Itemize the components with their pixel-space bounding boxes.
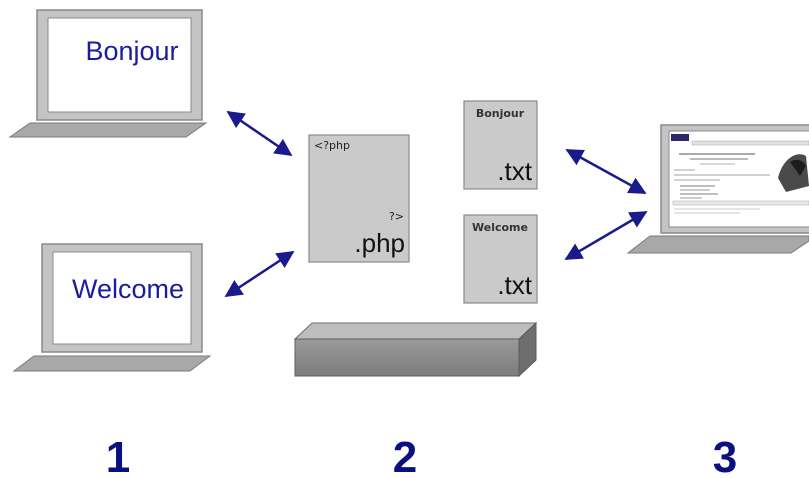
arrow-bonjour-client3	[565, 148, 647, 195]
server-shelf	[293, 321, 538, 378]
step-number-1: 1	[106, 433, 130, 478]
arrow-welcome-client3	[564, 210, 648, 261]
file-bonjour-ext: .txt	[497, 156, 532, 186]
php-file: <?php ?> .php	[308, 134, 410, 263]
file-welcome-txt: Welcome .txt	[463, 214, 538, 304]
client-laptop-2: Welcome	[12, 243, 212, 372]
arrow-client1-php	[226, 110, 293, 157]
step-number-3: 3	[713, 433, 737, 478]
client-laptop-1: Bonjour	[8, 9, 208, 138]
step-number-2: 2	[393, 433, 417, 478]
arrow-client2-php	[224, 250, 295, 298]
file-welcome-title: Welcome	[472, 221, 528, 234]
php-file-ext: .php	[354, 228, 405, 258]
client-laptop-3	[626, 124, 809, 254]
file-bonjour-txt: Bonjour .txt	[463, 100, 538, 190]
php-close-tag: ?>	[389, 210, 404, 223]
webpage-thumbnail	[668, 130, 809, 228]
client-2-screen-text: Welcome	[72, 274, 184, 304]
file-welcome-ext: .txt	[497, 270, 532, 300]
file-bonjour-title: Bonjour	[476, 107, 525, 120]
client-1-screen-text: Bonjour	[85, 36, 178, 66]
php-open-tag: <?php	[314, 139, 350, 152]
